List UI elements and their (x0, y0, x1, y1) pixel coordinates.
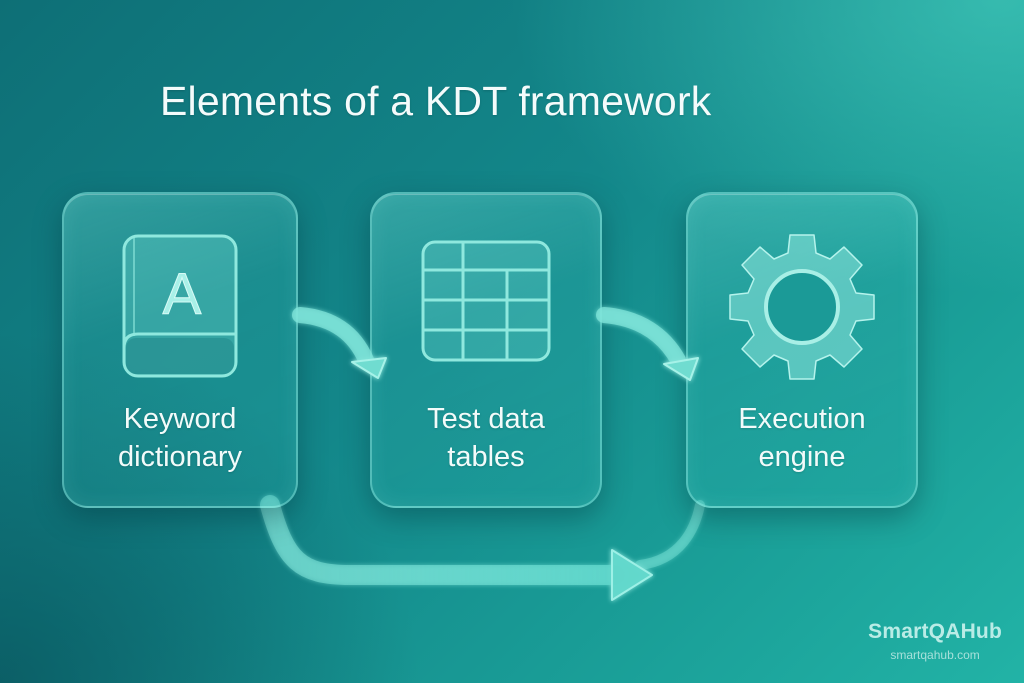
table-grid-icon (419, 238, 553, 369)
diagram-title: Elements of a KDT framework (160, 78, 712, 124)
book-letter-a-icon: A (118, 230, 242, 391)
brand-watermark: SmartQAHub smartqahub.com (868, 620, 1002, 662)
card-execution-engine: Execution engine (686, 192, 918, 508)
card-keyword-dictionary: A Keyword dictionary (62, 192, 298, 508)
card-label: Test data tables (427, 403, 545, 473)
brand-url: smartqahub.com (890, 648, 980, 662)
brand-logo: SmartQAHub (868, 620, 1002, 643)
card-label: Execution engine (738, 403, 866, 473)
card-label: Keyword dictionary (117, 403, 243, 473)
loop-arrow (260, 495, 705, 601)
gear-icon (727, 232, 877, 387)
arrow-tables-to-engine (596, 307, 699, 381)
svg-text:A: A (163, 262, 202, 327)
card-test-data-tables: Test data tables (370, 192, 602, 508)
